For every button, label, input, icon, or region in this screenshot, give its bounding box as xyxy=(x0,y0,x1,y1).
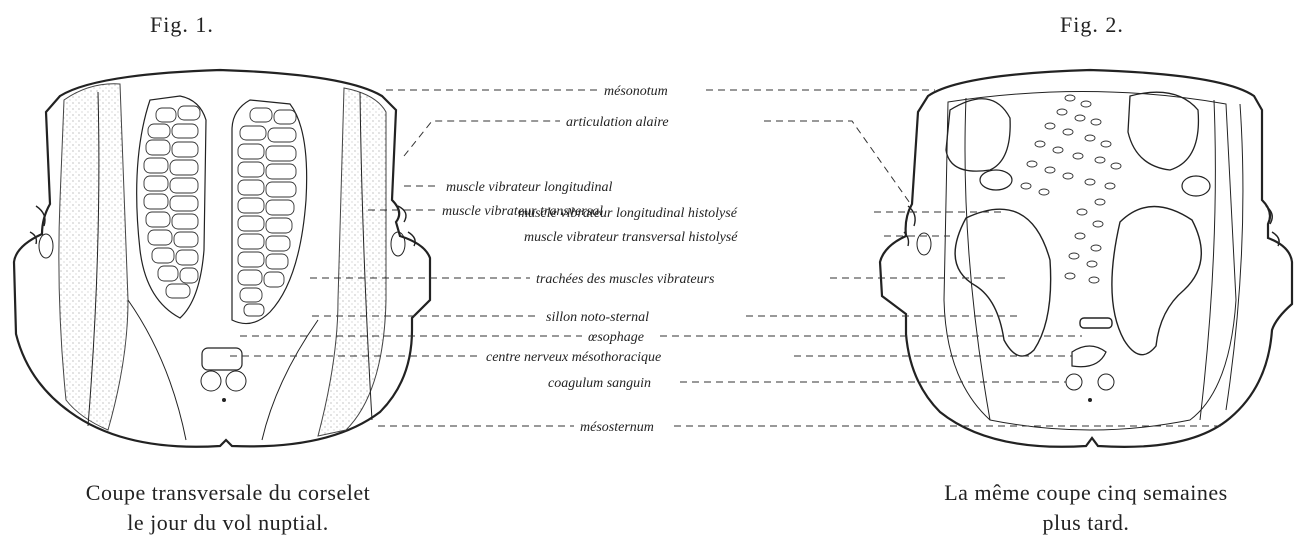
label-oesophage: œsophage xyxy=(588,330,644,345)
label-muscle-vibrateur-transversal-histolyse: muscle vibrateur transversal histolysé xyxy=(524,230,738,245)
fig2-section xyxy=(880,70,1292,447)
fig2-caption-line2: plus tard. xyxy=(876,508,1296,538)
label-sillon-noto-sternal: sillon noto-sternal xyxy=(546,310,649,325)
fig1-caption-line2: le jour du vol nuptial. xyxy=(18,508,438,538)
label-centre-nerveux: centre nerveux mésothoracique xyxy=(486,350,661,365)
fig1-caption: Coupe transversale du corselet le jour d… xyxy=(18,478,438,538)
label-muscle-vibrateur-transversal: muscle vibrateur transversal xyxy=(442,204,603,219)
label-trachees: trachées des muscles vibrateurs xyxy=(536,272,715,287)
label-coagulum-sanguin: coagulum sanguin xyxy=(548,376,651,391)
fig2-caption: La même coupe cinq semaines plus tard. xyxy=(876,478,1296,538)
label-mesosternum: mésosternum xyxy=(580,420,654,435)
label-muscle-vibrateur-longitudinal: muscle vibrateur longitudinal xyxy=(446,180,613,195)
label-mesonotum: mésonotum xyxy=(604,84,668,99)
label-articulation-alaire: articulation alaire xyxy=(566,115,669,130)
fig1-caption-line1: Coupe transversale du corselet xyxy=(18,478,438,508)
fig1-section xyxy=(14,70,430,447)
fig2-caption-line1: La même coupe cinq semaines xyxy=(876,478,1296,508)
